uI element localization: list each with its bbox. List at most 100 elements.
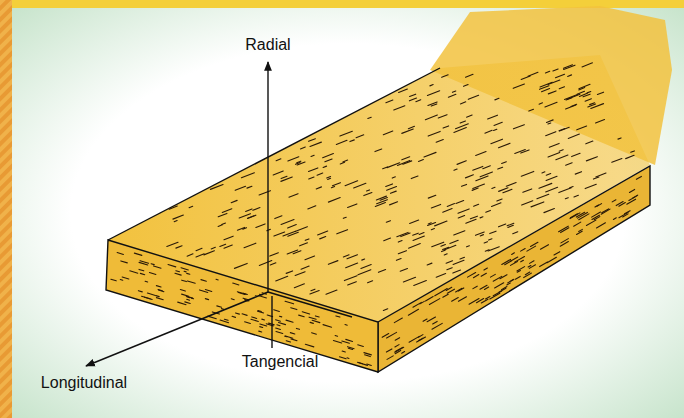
grain-stroke — [410, 94, 416, 96]
grain-stroke — [465, 175, 473, 178]
grain-stroke — [613, 218, 616, 220]
grain-stroke — [483, 166, 491, 169]
grain-stroke — [158, 290, 162, 291]
tangential-axis — [268, 292, 352, 317]
grain-stroke — [367, 190, 370, 191]
grain-stroke — [259, 191, 270, 195]
grain-stroke — [336, 316, 340, 317]
grain-stroke — [601, 209, 610, 214]
grain-stroke — [286, 341, 290, 342]
grain-stroke — [512, 253, 515, 255]
grain-stroke — [235, 186, 245, 190]
grain-stroke — [400, 268, 407, 271]
grain-stroke — [232, 316, 235, 317]
grain-stroke — [387, 186, 397, 190]
grain-stroke — [444, 254, 447, 255]
grain-stroke — [480, 285, 487, 289]
grain-stroke — [428, 102, 437, 106]
grain-stroke — [453, 260, 464, 264]
grain-stroke — [594, 217, 600, 220]
grain-stroke — [505, 261, 511, 265]
grain-stroke — [308, 206, 316, 209]
grain-stroke — [310, 322, 313, 324]
grain-stroke — [513, 84, 524, 88]
grain-stroke — [346, 339, 353, 341]
grain-stroke — [344, 276, 357, 281]
grain-stroke — [327, 177, 331, 178]
grain-stroke — [296, 328, 299, 330]
grain-stroke — [311, 155, 314, 156]
grain-stroke — [328, 178, 331, 179]
grain-stroke — [553, 69, 558, 71]
grain-stroke — [156, 295, 159, 297]
board-side-face — [378, 166, 650, 372]
grain-stroke — [574, 195, 578, 197]
grain-stroke — [468, 95, 478, 99]
grain-stroke — [350, 140, 354, 142]
grain-stroke — [237, 292, 246, 295]
grain-stroke — [428, 195, 436, 198]
grain-stroke — [490, 293, 500, 299]
grain-stroke — [540, 245, 548, 250]
grain-stroke — [495, 283, 504, 288]
grain-stroke — [168, 265, 176, 267]
grain-stroke — [559, 226, 569, 232]
grain-stroke — [186, 296, 192, 298]
grain-stroke — [559, 127, 569, 131]
grain-stroke — [510, 261, 517, 265]
grain-stroke — [442, 250, 446, 251]
grain-stroke — [395, 347, 404, 352]
grain-stroke — [460, 257, 464, 259]
grain-stroke — [336, 140, 347, 144]
grain-stroke — [343, 255, 349, 257]
grain-stroke — [413, 236, 424, 240]
grain-stroke — [492, 187, 495, 188]
grain-stroke — [312, 333, 317, 334]
grain-stroke — [211, 247, 215, 249]
grain-stroke — [548, 91, 556, 94]
grain-stroke — [447, 289, 454, 293]
grain-stroke — [176, 246, 182, 248]
grain-stroke — [457, 161, 466, 165]
grain-stroke — [342, 351, 345, 353]
grain-stroke — [629, 189, 634, 192]
grain-stroke — [480, 217, 483, 218]
grain-stroke — [416, 100, 421, 102]
grain-stroke — [547, 120, 554, 123]
grain-stroke — [446, 261, 452, 263]
grain-stroke — [285, 336, 287, 338]
grain-stroke — [441, 244, 445, 246]
grain-stroke — [358, 345, 364, 347]
grain-stroke — [346, 263, 358, 268]
grain-stroke — [502, 259, 511, 264]
grain-stroke — [586, 157, 597, 161]
grain-stroke — [555, 74, 564, 77]
grain-stroke — [187, 254, 193, 256]
grain-stroke — [450, 240, 458, 243]
grain-stroke — [270, 263, 276, 265]
grain-stroke — [494, 129, 497, 130]
grain-stroke — [456, 288, 462, 292]
grain-stroke — [559, 150, 563, 152]
grain-stroke — [288, 157, 299, 161]
grain-stroke — [433, 321, 437, 324]
grain-stroke — [432, 323, 442, 329]
panel — [12, 8, 684, 418]
grain-stroke — [356, 135, 364, 138]
grain-stroke — [495, 98, 499, 100]
grain-stroke — [156, 286, 161, 287]
grain-stroke — [616, 202, 623, 206]
grain-stroke — [542, 172, 545, 173]
grain-stroke — [467, 246, 470, 247]
grain-stroke — [575, 172, 581, 174]
grain-stroke — [294, 284, 304, 288]
grain-stroke — [499, 224, 506, 227]
grain-stroke — [293, 251, 301, 254]
grain-stroke — [540, 262, 548, 267]
grain-stroke — [147, 293, 155, 295]
grain-stroke — [386, 184, 393, 187]
grain-stroke — [596, 223, 605, 228]
grain-stroke — [305, 256, 315, 260]
grain-stroke — [402, 129, 413, 133]
